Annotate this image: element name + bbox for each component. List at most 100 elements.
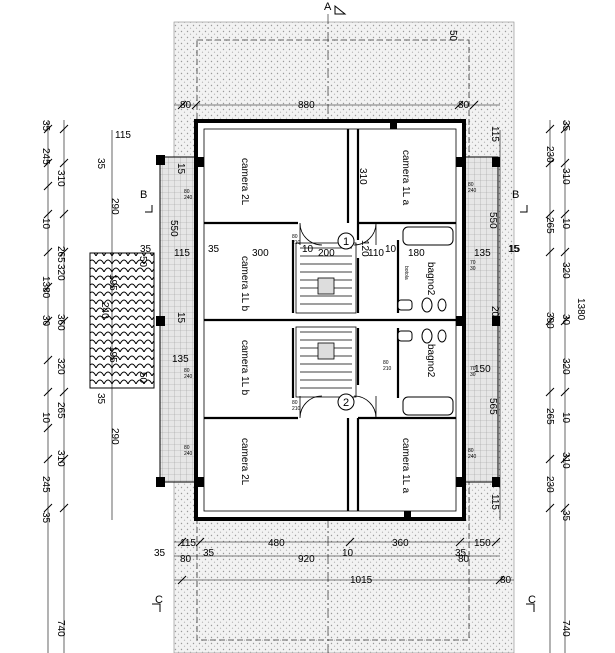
opening-labels: 80 240 80 240 80 240 80 240 80 240 80 21… [184,182,477,460]
svg-text:390: 390 [544,312,555,329]
svg-text:80: 80 [292,400,298,406]
internal-stair-bottom [295,326,357,398]
svg-text:20: 20 [489,306,500,318]
bottom-dim-150: 150 [474,538,491,549]
sink-top [397,299,413,311]
top-dim-50: 50 [447,30,458,42]
bottom-dim-35a: 35 [154,548,166,559]
svg-text:320: 320 [55,264,66,281]
bottom-dim-10: 10 [342,548,354,559]
bottom-dim-35b: 35 [203,548,215,559]
external-stair [89,252,155,389]
door-swings [299,222,377,419]
plan-dim-120: 120 [359,240,370,257]
toilet-bottom [421,328,433,344]
svg-text:210: 210 [292,406,301,412]
svg-text:310: 310 [560,452,571,469]
section-markers [145,4,535,612]
svg-text:135: 135 [172,354,189,365]
top-dim-80-left: 80 [180,100,192,111]
room-bagno2-top: bagno2 [425,262,436,296]
svg-text:115: 115 [174,248,190,259]
svg-text:1380: 1380 [575,298,586,321]
section-mark-b-right: B [512,189,519,201]
svg-text:240: 240 [184,451,193,457]
svg-text:360: 360 [55,314,66,331]
room-camera-1l-a-top: camera 1L a [400,150,411,206]
svg-text:230: 230 [544,476,555,493]
plan-dim-10b: 10 [385,244,397,255]
svg-text:210: 210 [383,366,392,372]
svg-text:290: 290 [109,428,120,445]
svg-text:265: 265 [544,408,555,425]
svg-text:35: 35 [140,244,152,255]
bottom-dim-480: 480 [268,538,285,549]
plan-dim-300: 300 [252,248,269,259]
unit-number-1: 1 [343,236,349,248]
plan-dim-15: 15 [509,244,521,255]
svg-text:80: 80 [468,182,474,188]
svg-text:310: 310 [55,170,66,187]
dimension-lines [47,104,566,653]
bottom-dim-740b: 740 [560,620,571,637]
bottom-dim-80a: 80 [180,554,192,565]
interior-walls [204,129,456,511]
top-dim-880: 880 [298,100,315,111]
svg-text:310: 310 [55,450,66,467]
svg-text:310: 310 [560,168,571,185]
svg-text:565: 565 [487,398,498,415]
svg-text:15: 15 [508,244,520,255]
svg-text:240: 240 [184,195,193,201]
unit-marker-2 [337,393,355,411]
svg-text:10: 10 [40,218,51,230]
dimension-ticks [43,100,570,585]
svg-text:35: 35 [560,510,571,522]
bottom-dim-35c: 35 [455,548,467,559]
bidet-bottom [437,329,447,343]
section-mark-a: A [324,1,332,13]
plan-dim-35: 35 [208,244,220,255]
svg-text:80: 80 [184,368,190,374]
svg-text:265: 265 [544,217,555,234]
section-mark-b-left: B [140,189,147,201]
bathtub-top [402,226,454,246]
svg-text:150: 150 [474,364,491,375]
plan-dim-180: 180 [408,248,425,259]
plan-dim-200: 200 [318,248,335,259]
svg-text:10: 10 [560,218,571,230]
bidet-top [437,298,447,312]
sink-bottom [397,330,413,342]
plan-dim-310: 310 [357,168,368,185]
svg-text:320: 320 [560,358,571,375]
svg-text:320: 320 [55,358,66,375]
room-bagno2-bottom: bagno2 [425,344,436,378]
svg-text:550: 550 [168,220,179,237]
svg-text:240: 240 [184,374,193,380]
bottom-dim-1015: 1015 [350,575,373,586]
right-outer-dims: 35 230 310 265 10 320 1380 390 30 320 26… [544,120,586,522]
svg-text:320: 320 [560,262,571,279]
svg-text:210: 210 [292,240,301,246]
bottom-dim-920: 920 [298,554,315,565]
room-camera-1l-b-top: camera 1L b [239,256,250,312]
columns [156,122,500,518]
svg-text:115: 115 [489,494,500,510]
toilet-top [421,297,433,313]
svg-text:550: 550 [487,212,498,229]
svg-text:290: 290 [109,198,120,215]
svg-text:10: 10 [40,412,51,424]
svg-text:195: 195 [107,274,118,291]
svg-text:50: 50 [137,256,148,268]
svg-text:1380: 1380 [40,276,51,299]
room-camera-2l-bottom: camera 2L [239,438,250,486]
svg-text:195: 195 [107,346,118,363]
svg-text:15: 15 [175,312,186,324]
bottom-dim-80b: 80 [458,554,470,565]
bottom-dim-80c: 80 [500,575,512,586]
top-dim-80-right: 80 [458,100,470,111]
svg-text:265: 265 [55,246,66,263]
svg-text:30: 30 [560,314,571,326]
svg-text:30: 30 [470,266,476,272]
unit-number-2: 2 [343,397,349,409]
